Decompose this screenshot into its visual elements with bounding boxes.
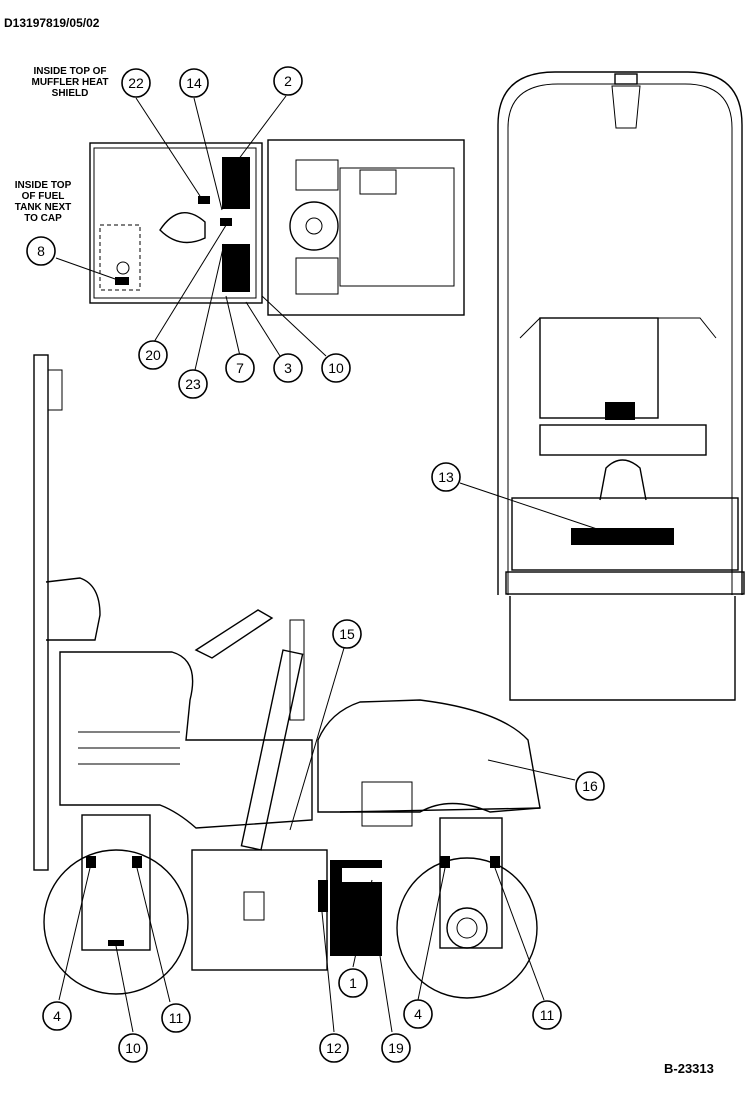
callout-8: 8 <box>26 236 56 266</box>
svg-text:10: 10 <box>328 360 344 376</box>
svg-text:19: 19 <box>388 1040 404 1056</box>
note-fuel-tank: INSIDE TOP OF FUEL TANK NEXT TO CAP <box>14 180 72 224</box>
document-id: D13197819/05/02 <box>4 16 100 30</box>
callout-14: 14 <box>179 68 209 98</box>
callout-1: 1 <box>338 968 368 998</box>
callout-4-right: 4 <box>403 999 433 1029</box>
svg-text:15: 15 <box>339 626 355 642</box>
svg-text:22: 22 <box>128 75 144 91</box>
svg-text:13: 13 <box>438 469 454 485</box>
svg-text:1: 1 <box>349 975 357 991</box>
side-view <box>33 354 541 999</box>
svg-text:11: 11 <box>540 1007 555 1023</box>
callout-10-bottom: 10 <box>118 1033 148 1063</box>
callout-7: 7 <box>225 353 255 383</box>
svg-text:16: 16 <box>582 778 598 794</box>
svg-text:3: 3 <box>284 360 292 376</box>
leader-lines <box>55 95 601 1033</box>
svg-text:12: 12 <box>326 1040 342 1056</box>
svg-text:10: 10 <box>125 1040 141 1056</box>
callout-16: 16 <box>575 771 605 801</box>
callout-20: 20 <box>138 340 168 370</box>
svg-text:8: 8 <box>37 243 45 259</box>
svg-text:4: 4 <box>414 1006 422 1022</box>
callout-19: 19 <box>381 1033 411 1063</box>
callout-23: 23 <box>178 369 208 399</box>
callout-10-top: 10 <box>321 353 351 383</box>
callout-15: 15 <box>332 619 362 649</box>
svg-text:20: 20 <box>145 347 161 363</box>
callout-3: 3 <box>273 353 303 383</box>
note-muffler-heat-shield: INSIDE TOP OF MUFFLER HEAT SHIELD <box>31 66 109 99</box>
callout-11-left: 11 <box>161 1003 191 1033</box>
svg-text:11: 11 <box>169 1010 184 1026</box>
callout-2: 2 <box>273 66 303 96</box>
callout-11-right: 11 <box>532 1000 562 1030</box>
svg-text:2: 2 <box>284 73 292 89</box>
callout-12: 12 <box>319 1033 349 1063</box>
svg-text:23: 23 <box>185 376 201 392</box>
callout-22: 22 <box>121 68 151 98</box>
svg-text:7: 7 <box>236 360 244 376</box>
callout-13: 13 <box>431 462 461 492</box>
svg-text:4: 4 <box>53 1008 61 1024</box>
front-view <box>497 71 745 701</box>
callout-4-left: 4 <box>42 1001 72 1031</box>
figure-id: B-23313 <box>664 1061 714 1076</box>
top-view <box>89 139 465 316</box>
svg-text:14: 14 <box>186 75 202 91</box>
